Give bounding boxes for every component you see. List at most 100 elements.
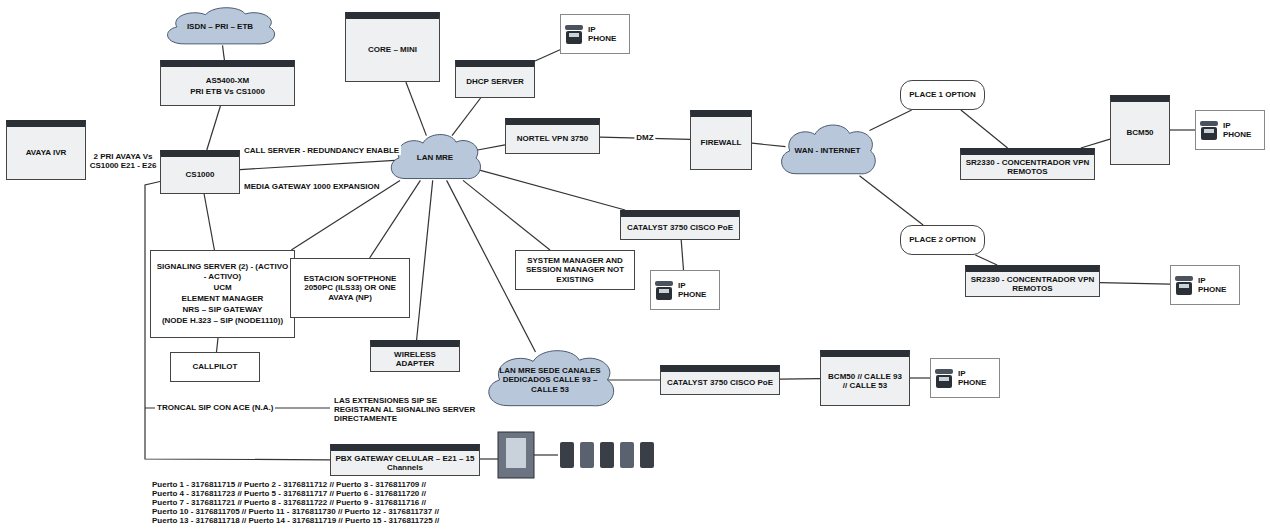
note-label: LAS EXTENSIONES SIP SE REGISTRAN AL SIGN… bbox=[332, 396, 486, 423]
node-title: IP PHONE bbox=[588, 25, 625, 43]
device-box: CATALYST 3750 CISCO PoE bbox=[620, 210, 740, 240]
mobile-phone bbox=[600, 442, 614, 468]
node-title: PBX GATEWAY CELULAR – E21 – 15 Channels bbox=[335, 454, 475, 472]
mobile-phone bbox=[640, 442, 654, 468]
connector bbox=[975, 255, 997, 265]
phone-icon bbox=[564, 23, 584, 45]
phone-icon bbox=[1199, 119, 1219, 141]
gateway-screen bbox=[506, 438, 526, 468]
node-title: SR2330 - CONCENTRADOR VPN REMOTOS bbox=[970, 275, 1095, 293]
device-box: AVAYA IVR bbox=[6, 120, 86, 180]
node-title: BCM50 bbox=[1126, 128, 1153, 137]
note-label: TRONCAL SIP CON ACE (N.A.) bbox=[155, 403, 275, 412]
note-label: Puerto 4 - 3176811723 // Puerto 5 - 3176… bbox=[150, 489, 428, 498]
node-title: CORE – MINI bbox=[368, 45, 417, 54]
node-title: SR2330 - CONCENTRADOR VPN REMOTOS bbox=[965, 158, 1090, 176]
device-box: CATALYST 3750 CISCO PoE bbox=[660, 365, 780, 395]
node-title: CATALYST 3750 CISCO PoE bbox=[667, 378, 773, 387]
note-label: CALL SERVER - REDUNDANCY ENABLE bbox=[242, 146, 401, 155]
server-box: CALLPILOT bbox=[170, 352, 260, 382]
server-box: SIGNALING SERVER (2) - (ACTIVO - ACTIVO)… bbox=[150, 250, 295, 338]
connector bbox=[752, 143, 786, 147]
node-text: (NODE H.323 – SIP (NODE1110)) bbox=[162, 316, 283, 325]
node-title: PLACE 1 OPTION bbox=[909, 90, 976, 99]
node-title: WAN - INTERNET bbox=[795, 146, 861, 155]
node-title: BCM50 // CALLE 93 // CALLE 53 bbox=[825, 372, 905, 390]
node-title: FIREWALL bbox=[701, 138, 742, 147]
connector bbox=[606, 379, 660, 380]
connector-label: DMZ bbox=[634, 134, 655, 143]
connector-label: 2 PRI AVAYA Vs CS1000 E21 - E26 bbox=[86, 152, 160, 170]
device-box: NORTEL VPN 3750 bbox=[505, 118, 600, 154]
connector bbox=[223, 45, 225, 60]
connector bbox=[417, 180, 433, 340]
device-box: BCM50 bbox=[1110, 95, 1170, 165]
device-box: SR2330 - CONCENTRADOR VPN REMOTOS bbox=[960, 148, 1095, 180]
connector bbox=[870, 110, 912, 131]
node-title: LAN MRE bbox=[417, 153, 453, 162]
node-text: NRS – SIP GATEWAY bbox=[183, 305, 263, 314]
device-box: DHCP SERVER bbox=[455, 60, 535, 98]
connector bbox=[463, 180, 550, 250]
gateway-antenna-unit bbox=[498, 432, 534, 478]
mobile-phone bbox=[620, 442, 634, 468]
device-box: BCM50 // CALLE 93 // CALLE 53 bbox=[820, 350, 910, 406]
note-label: Puerto 13 - 3176811718 // Puerto 14 - 31… bbox=[150, 516, 441, 525]
connector bbox=[860, 176, 924, 225]
node-title: AS5400-XM bbox=[206, 76, 250, 85]
ip-phone: IP PHONE bbox=[1195, 110, 1265, 150]
node-title: LAN MRE SEDE CANALES DEDICADOS CALLE 93 … bbox=[498, 366, 602, 394]
ip-phone: IP PHONE bbox=[650, 270, 720, 310]
connector bbox=[1100, 283, 1170, 285]
connector bbox=[406, 82, 427, 136]
device-box: CS1000 bbox=[160, 150, 240, 194]
connector bbox=[910, 377, 930, 378]
node-title: IP PHONE bbox=[1223, 121, 1260, 139]
connector bbox=[370, 180, 421, 258]
node-title: DHCP SERVER bbox=[466, 77, 524, 86]
phone-icon bbox=[654, 279, 674, 301]
node-title: AVAYA IVR bbox=[26, 148, 67, 157]
node-title: WIRELESS ADAPTER bbox=[375, 350, 455, 368]
note-label: Puerto 1 - 3176811715 // Puerto 2 - 3176… bbox=[150, 480, 428, 489]
connector bbox=[475, 169, 625, 210]
note-label: Puerto 7 - 3176811721 // Puerto 8 - 3176… bbox=[150, 498, 428, 507]
device-box: FIREWALL bbox=[690, 110, 752, 170]
device-box: SR2330 - CONCENTRADOR VPN REMOTOS bbox=[965, 265, 1100, 297]
node-title: NORTEL VPN 3750 bbox=[517, 134, 588, 143]
mobile-phone bbox=[580, 442, 594, 468]
ip-phone: IP PHONE bbox=[560, 14, 630, 54]
gateway-wire bbox=[480, 458, 498, 459]
ip-phone: IP PHONE bbox=[930, 358, 1000, 398]
device-box: CORE – MINI bbox=[345, 12, 440, 82]
node-title: IP PHONE bbox=[678, 281, 715, 299]
device-box: PBX GATEWAY CELULAR – E21 – 15 Channels bbox=[330, 444, 480, 476]
network-cloud: WAN - INTERNET bbox=[775, 120, 880, 182]
device-box: WIRELESS ADAPTER bbox=[370, 340, 460, 372]
node-title: CATALYST 3750 CISCO PoE bbox=[627, 223, 733, 232]
connector bbox=[207, 106, 221, 150]
device-box: AS5400-XMPRI ETB Vs CS1000 bbox=[160, 60, 295, 106]
connector bbox=[1081, 139, 1110, 148]
router-box: PLACE 2 OPTION bbox=[900, 225, 985, 255]
ip-phone: IP PHONE bbox=[1170, 265, 1240, 305]
connector bbox=[217, 338, 219, 352]
phone-icon bbox=[1174, 274, 1194, 296]
node-title: SIGNALING SERVER (2) - (ACTIVO - ACTIVO) bbox=[155, 262, 290, 280]
note-label: Puerto 10 - 3176811705 // Puerto 11 - 31… bbox=[150, 507, 441, 516]
phone-icon bbox=[934, 367, 954, 389]
node-title: CS1000 bbox=[186, 170, 215, 179]
node-title: ISDN – PRI – ETB bbox=[187, 22, 253, 31]
connector bbox=[204, 194, 214, 250]
node-text: UCM bbox=[213, 283, 231, 292]
connector bbox=[535, 50, 560, 61]
connector bbox=[145, 182, 330, 460]
mobile-phone bbox=[560, 442, 574, 468]
network-cloud: LAN MRE SEDE CANALES DEDICADOS CALLE 93 … bbox=[480, 345, 620, 415]
server-box: SYSTEM MANAGER AND SESSION MANAGER NOT E… bbox=[515, 250, 635, 290]
node-text: ELEMENT MANAGER bbox=[182, 294, 264, 303]
node-title: ESTACION SOFTPHONE 2050PC (ILS33) OR ONE… bbox=[295, 274, 405, 302]
connector bbox=[475, 145, 505, 151]
connector bbox=[961, 110, 1008, 148]
